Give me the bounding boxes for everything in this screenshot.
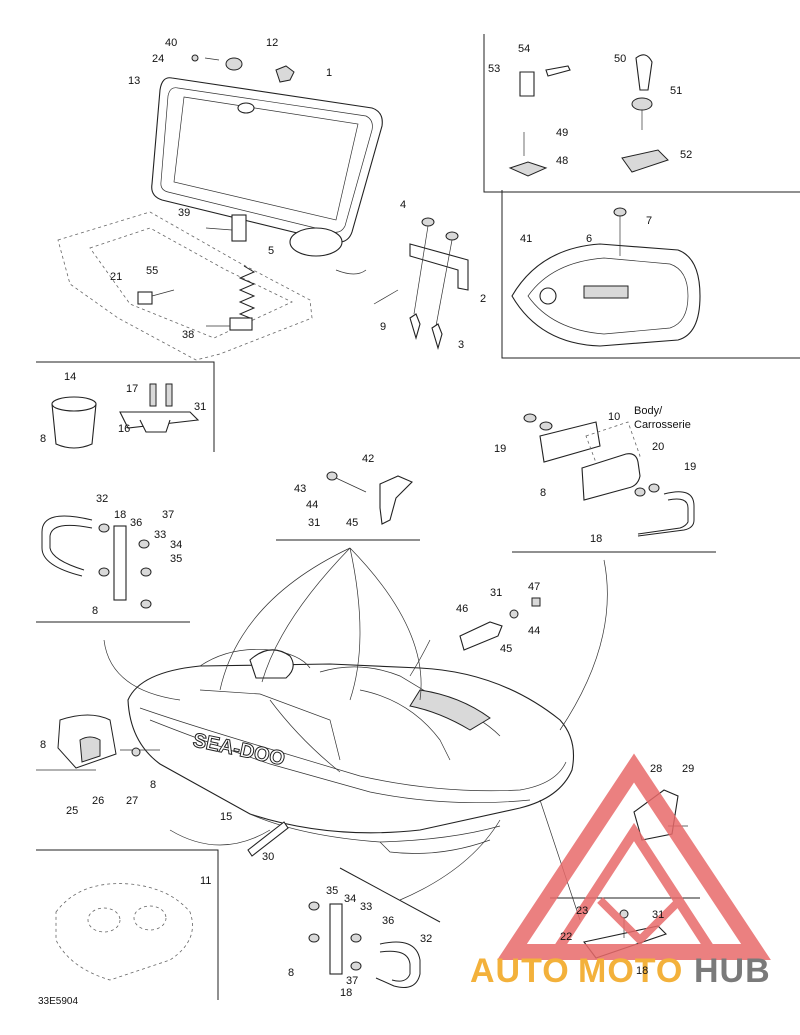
callout-36-left: 36 xyxy=(130,517,142,529)
callout-8-plug: 8 xyxy=(150,779,156,791)
callout-16: 16 xyxy=(118,423,130,435)
callout-48: 48 xyxy=(556,155,568,167)
callout-10: 10 xyxy=(608,411,620,423)
callout-34-bottom: 34 xyxy=(344,893,356,905)
callout-39: 39 xyxy=(178,207,190,219)
callout-35-left: 35 xyxy=(170,553,182,565)
callout-8-left: 8 xyxy=(92,605,98,617)
callout-37-left: 37 xyxy=(162,509,174,521)
watercraft-hull xyxy=(103,547,608,921)
cowl-inset xyxy=(36,849,219,1000)
handle-46 xyxy=(459,597,541,651)
watermark-text-hub: HUB xyxy=(694,952,771,990)
callout-52: 52 xyxy=(680,149,692,161)
callout-8-cup: 8 xyxy=(40,433,46,445)
callout-32-left: 32 xyxy=(96,493,108,505)
callout-8-drain: 8 xyxy=(40,739,46,751)
callout-45-handle: 45 xyxy=(500,643,512,655)
callout-6: 6 xyxy=(586,233,592,245)
callout-31-plate22: 31 xyxy=(652,909,664,921)
callout-24: 24 xyxy=(152,53,164,65)
callout-44-handle: 44 xyxy=(528,625,540,637)
callout-18-left: 18 xyxy=(114,509,126,521)
callout-11: 11 xyxy=(200,875,211,887)
callout-7: 7 xyxy=(646,215,652,227)
rod-30 xyxy=(247,821,289,857)
watermark-text-moto: MOTO xyxy=(578,952,683,990)
callout-28: 28 xyxy=(650,763,662,775)
bracket-42 xyxy=(276,471,420,541)
callout-53: 53 xyxy=(488,63,500,75)
callout-17: 17 xyxy=(126,383,138,395)
callout-54: 54 xyxy=(518,43,530,55)
callout-23: 23 xyxy=(576,905,588,917)
callout-47: 47 xyxy=(528,581,540,593)
callout-49: 49 xyxy=(556,127,568,139)
automotohub-watermark xyxy=(497,753,771,960)
body-label-line2: Carrosserie xyxy=(634,419,691,431)
callout-20: 20 xyxy=(652,441,664,453)
mount-plate-assembly xyxy=(512,413,716,553)
callout-8-plate: 8 xyxy=(540,487,546,499)
cup-holder-inset xyxy=(36,361,215,452)
body-label-line1: Body/ xyxy=(634,405,663,417)
callout-19-right: 19 xyxy=(684,461,696,473)
callout-15: 15 xyxy=(220,811,232,823)
callout-55: 55 xyxy=(146,265,158,277)
callout-31-cup: 31 xyxy=(194,401,206,413)
callout-33-bottom: 33 xyxy=(360,901,372,913)
callout-44-bracket: 44 xyxy=(306,499,318,511)
diagram-code: 33E5904 xyxy=(38,996,78,1007)
callout-30: 30 xyxy=(262,851,274,863)
callout-3: 3 xyxy=(458,339,464,351)
callout-8-bottom: 8 xyxy=(288,967,294,979)
callout-33-left: 33 xyxy=(154,529,166,541)
callout-21: 21 xyxy=(110,271,122,283)
callout-34-left: 34 xyxy=(170,539,182,551)
storage-lid-assembly xyxy=(57,54,469,361)
callout-22: 22 xyxy=(560,931,572,943)
callout-12: 12 xyxy=(266,37,278,49)
callout-29: 29 xyxy=(682,763,694,775)
callout-13: 13 xyxy=(128,75,140,87)
callout-9: 9 xyxy=(380,321,386,333)
callout-2: 2 xyxy=(480,293,486,305)
callout-18-plate22: 18 xyxy=(636,965,648,977)
callout-43: 43 xyxy=(294,483,306,495)
hardware-inset-box xyxy=(483,34,800,359)
callout-36-bottom: 36 xyxy=(382,915,394,927)
callout-31-bracket: 31 xyxy=(308,517,320,529)
callout-14: 14 xyxy=(64,371,76,383)
callout-40: 40 xyxy=(165,37,177,49)
strap-assembly-bottom xyxy=(308,867,441,988)
callout-27: 27 xyxy=(126,795,138,807)
callout-41: 41 xyxy=(520,233,532,245)
callout-26: 26 xyxy=(92,795,104,807)
watermark-text-auto: AUTO xyxy=(470,952,570,990)
callout-labels: 40 24 12 13 1 54 53 50 51 49 48 52 4 7 4… xyxy=(40,37,696,999)
callout-5: 5 xyxy=(268,245,274,257)
drain-plug-assembly xyxy=(36,714,160,771)
callout-50: 50 xyxy=(614,53,626,65)
callout-32-bottom: 32 xyxy=(420,933,432,945)
callout-18-plate: 18 xyxy=(590,533,602,545)
callout-18-bottom: 18 xyxy=(340,987,352,999)
callout-51: 51 xyxy=(670,85,682,97)
callout-19-left: 19 xyxy=(494,443,506,455)
callout-35-bottom: 35 xyxy=(326,885,338,897)
callout-37-bottom: 37 xyxy=(346,975,358,987)
callout-4: 4 xyxy=(400,199,406,211)
callout-45-bracket: 45 xyxy=(346,517,358,529)
callout-38: 38 xyxy=(182,329,194,341)
strap-assembly-left xyxy=(36,515,190,623)
callout-31-handle: 31 xyxy=(490,587,502,599)
callout-42: 42 xyxy=(362,453,374,465)
callout-1: 1 xyxy=(326,67,332,79)
callout-25: 25 xyxy=(66,805,78,817)
callout-46: 46 xyxy=(456,603,468,615)
